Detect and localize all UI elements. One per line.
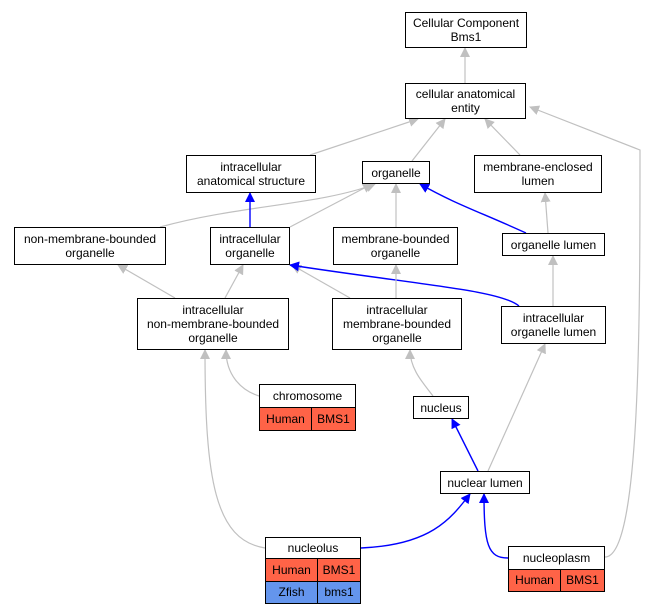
species-cell: Human [509,569,561,591]
species-cell: Zfish [266,581,318,604]
node-chromosome[interactable]: chromosome Human BMS1 [259,384,356,431]
node-membrane-bounded-organelle[interactable]: membrane-bounded organelle [333,227,458,265]
edge-is-a-intracellular-organelle-to-organelle [289,183,373,228]
edge-is-a-non-membrane-bounded-organelle-to-organelle [159,182,376,228]
edge-is-a-intracellular-anatomical-structure-to-cellular-anatomical-entity [309,117,419,156]
gene-cell: BMS1 [561,569,604,591]
gene-cell: BMS1 [312,408,355,430]
gene-node-title: nucleoplasm [509,547,604,570]
edge-part-of-nuclear-lumen-to-nucleus [451,418,479,472]
edge-is-a-nucleus-to-intracellular-membrane-bounded-organelle [405,349,434,397]
edge-part-of-organelle-lumen-to-organelle [419,183,527,234]
edge-is-a-organelle-to-cellular-anatomical-entity [411,118,446,162]
node-nucleus[interactable]: nucleus [413,396,469,419]
node-intracellular-organelle-lumen[interactable]: intracellular organelle lumen [501,306,606,344]
node-nuclear-lumen[interactable]: nuclear lumen [440,471,530,494]
gene-cell: BMS1 [318,559,360,581]
edge-is-a-organelle-lumen-to-membrane-enclosed-lumen [540,192,551,234]
edge-is-a-intracellular-non-membrane-bounded-organelle-to-non-membrane-bounded-organelle [117,264,176,299]
gene-cell: bms1 [318,581,360,604]
node-membrane-enclosed-lumen[interactable]: membrane-enclosed lumen [474,155,602,193]
node-non-membrane-bounded-organelle[interactable]: non-membrane-bounded organelle [14,227,166,265]
node-cellular-component[interactable]: Cellular Component Bms1 [405,12,527,48]
gene-node-title: nucleolus [266,538,360,560]
gene-node-title: chromosome [260,385,355,409]
species-cell: Human [266,559,318,581]
node-cellular-anatomical-entity[interactable]: cellular anatomical entity [405,83,526,119]
node-nucleoplasm[interactable]: nucleoplasm Human BMS1 [508,546,605,592]
edge-is-a-membrane-enclosed-lumen-to-cellular-anatomical-entity [484,118,521,156]
node-intracellular-organelle[interactable]: intracellular organelle [210,227,290,265]
node-intracellular-anatomical-structure[interactable]: intracellular anatomical structure [186,155,316,193]
edge-part-of-intracellular-organelle-lumen-to-intracellular-organelle [289,261,520,307]
edge-part-of-nucleolus-to-nuclear-lumen [360,493,471,549]
node-intracellular-non-membrane-bounded-organelle[interactable]: intracellular non-membrane-bounded organ… [137,298,289,350]
node-intracellular-membrane-bounded-organelle[interactable]: intracellular membrane-bounded organelle [332,298,462,350]
node-nucleolus[interactable]: nucleolus Human BMS1 Zfish bms1 [265,537,361,604]
edge-is-a-nucleoplasm-to-cellular-anatomical-entity [529,105,641,558]
edge-part-of-nucleoplasm-to-nuclear-lumen [479,493,509,559]
edge-is-a-intracellular-non-membrane-bounded-organelle-to-intracellular-organelle [224,264,244,299]
edge-is-a-chromosome-to-intracellular-non-membrane-bounded-organelle [221,349,260,397]
node-organelle-lumen[interactable]: organelle lumen [502,233,605,256]
node-organelle[interactable]: organelle [362,161,430,184]
edge-is-a-intracellular-membrane-bounded-organelle-to-intracellular-organelle [291,264,351,299]
species-cell: Human [260,408,312,430]
annotation-row-human: Human BMS1 [266,559,360,582]
annotation-row-zfish: Zfish bms1 [266,581,360,604]
edge-is-a-nuclear-lumen-to-intracellular-organelle-lumen [487,343,546,472]
edge-is-a-nucleolus-to-intracellular-non-membrane-bounded-organelle [200,349,266,549]
annotation-row-human: Human BMS1 [260,408,355,430]
annotation-row-human: Human BMS1 [509,569,604,591]
